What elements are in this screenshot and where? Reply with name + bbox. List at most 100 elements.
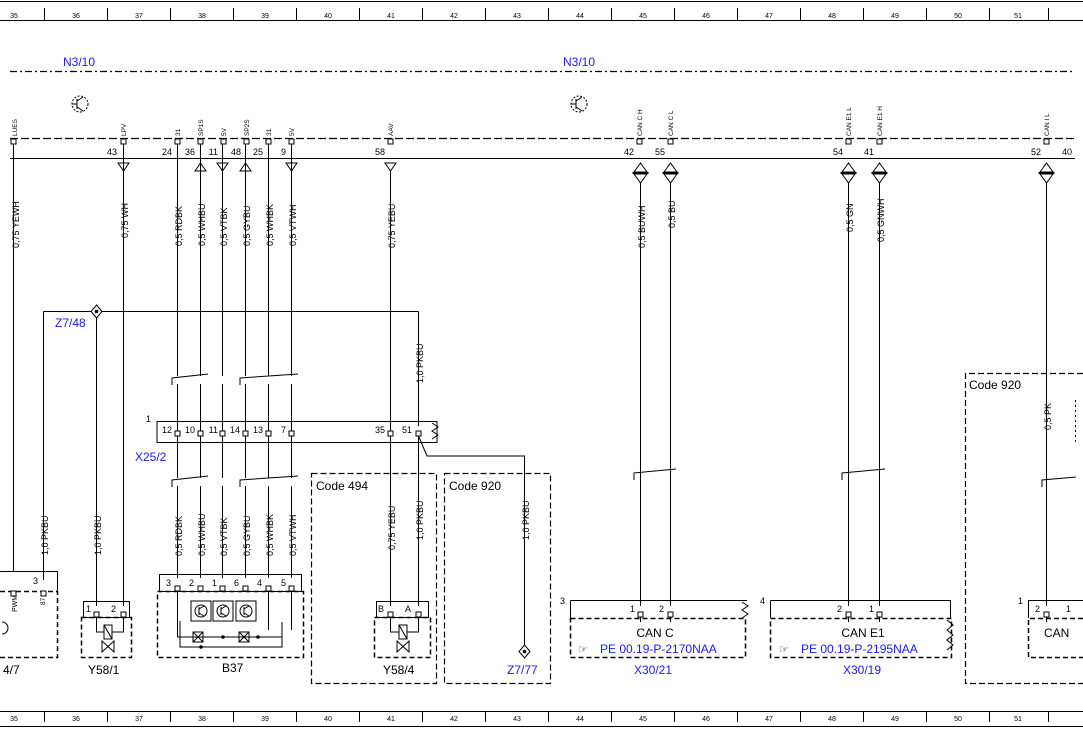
wire-label: 0,5 BUWH: [637, 205, 647, 248]
pin-number: 1: [630, 604, 635, 614]
wire-label: 0,5 RDBK: [174, 206, 184, 246]
pin-number: 35: [375, 425, 385, 435]
pin-number: 4: [257, 578, 262, 588]
column-number: 42: [450, 13, 458, 20]
top-pin-terminals: [10, 138, 1050, 145]
wire-label: 0,5 GYBU: [242, 515, 252, 556]
pin-label: LPV: [121, 123, 128, 136]
column-number: 35: [10, 13, 18, 20]
wire-label: 1,0 PKBU: [521, 500, 531, 540]
pin-number: 2: [1035, 604, 1040, 614]
column-number: 35: [10, 716, 18, 723]
wire-label: 0,5 VTWH: [288, 204, 298, 246]
pin-number: 2: [837, 604, 842, 614]
transistor-icon: [71, 95, 89, 113]
signal-direction-markers: [117, 162, 1055, 184]
pin-number: 52: [1031, 147, 1041, 157]
wire-label: 0,5 BU: [667, 200, 677, 228]
pin-number: 25: [253, 147, 263, 157]
code-box-920: [443, 472, 552, 685]
pin-label: LUES: [12, 118, 19, 136]
column-number: 38: [198, 716, 206, 723]
pin-label: PWM: [12, 595, 19, 612]
wire-label: 0,5 VTBK: [219, 207, 229, 246]
module-label-left: N3/10: [63, 55, 95, 69]
wire-label: 0,5 GN: [845, 203, 855, 232]
component-left-partial: 3 87 PWM 4/7: [0, 571, 59, 677]
pin-number: 11: [209, 147, 218, 157]
hand-pointer-icon: ☞: [578, 644, 588, 656]
pin-number: 55: [655, 147, 665, 157]
column-number: 43: [513, 13, 521, 20]
column-number: 36: [72, 13, 80, 20]
pin-number: 14: [230, 425, 240, 435]
pin-number: 3: [33, 576, 38, 586]
pin-number: A: [405, 604, 411, 614]
pin-number: 13: [253, 425, 263, 435]
column-number: 40: [324, 716, 332, 723]
connector-pin-terminals: [174, 430, 422, 437]
pin-number: 24: [162, 147, 172, 157]
column-number: 51: [1014, 716, 1022, 723]
splice-point-icon: [518, 644, 531, 659]
can-title: CAN C: [636, 626, 674, 640]
component-label: X30/21: [634, 663, 672, 677]
pin-number: 42: [624, 147, 634, 157]
pin-label: 5V: [289, 127, 296, 136]
pin-number: 43: [107, 147, 117, 157]
connector-index: 1: [1018, 596, 1023, 606]
wire-label: 0,5 VTWH: [288, 514, 298, 556]
reference-link[interactable]: PE 00.19-P-2195NAA: [801, 642, 918, 656]
top-pin-labels: LUES LPV 31 SP1S 5V SP2S 31 5V AAV CAN C…: [12, 106, 1051, 136]
pin-label: CAN C H: [637, 109, 644, 136]
column-numbers-bottom: 35 36 37 38 39 40 41 42 43 44 45 46 47 4…: [10, 716, 1022, 723]
column-number: 41: [387, 716, 395, 723]
wires: [13, 144, 1077, 645]
component-label: 4/7: [3, 663, 20, 677]
code-label: Code 920: [969, 378, 1021, 392]
pin-number: 51: [402, 425, 412, 435]
component-label: Y58/1: [88, 663, 120, 677]
code-label: Code 494: [316, 479, 368, 493]
column-number: 47: [765, 13, 773, 20]
pin-label: SP2S: [244, 119, 251, 136]
pin-label: CAN C L: [668, 110, 675, 136]
wire-label: 1,0 PKBU: [415, 343, 425, 383]
column-ruler-top: [0, 1, 1083, 21]
pin-number: 41: [864, 147, 874, 157]
wire-label: 0,5 WHBU: [197, 203, 207, 246]
wire-label: 0,75 WH: [120, 203, 130, 238]
wire-label: 0,5 GYBU: [242, 205, 252, 246]
transistor-icon: [570, 95, 588, 113]
pin-number: 2: [189, 578, 194, 588]
connector-index: 4: [760, 596, 765, 606]
component-label: B37: [222, 661, 244, 675]
column-number: 45: [639, 13, 647, 20]
pin-number: 36: [185, 147, 195, 157]
pin-label: 31: [266, 128, 273, 136]
can-title: CAN E1: [841, 626, 885, 640]
component-label: Y58/4: [383, 663, 415, 677]
wire-label: 0,75 YEWH: [11, 201, 21, 248]
can-title: CAN: [1044, 626, 1069, 640]
component-y58-1: 1 2 Y58/1: [80, 601, 133, 677]
column-number: 43: [513, 716, 521, 723]
pin-number: 1: [212, 578, 217, 588]
pin-label: AAV: [388, 123, 395, 136]
reference-link[interactable]: PE 00.19-P-2170NAA: [600, 642, 717, 656]
pin-number: 1: [86, 604, 91, 614]
wire-label: 0,75 YEBU: [387, 506, 397, 550]
pin-number: B: [378, 604, 384, 614]
pin-number: 54: [833, 147, 843, 157]
column-numbers-top: 35 36 37 38 39 40 41 42 43 44 45 46 47 4…: [10, 13, 1022, 20]
component-y58-4: B A Y58/4: [373, 601, 432, 677]
pin-label: CAN E1 H: [877, 106, 884, 136]
wire-label: 1,0 PKBU: [40, 515, 50, 555]
column-number: 38: [198, 13, 206, 20]
splice-point-icon: [90, 304, 103, 319]
connector-index: 1: [146, 414, 151, 424]
module-label-right: N3/10: [563, 55, 595, 69]
column-number: 46: [702, 716, 710, 723]
component-label: X30/19: [843, 663, 881, 677]
pin-number: 5: [281, 578, 286, 588]
